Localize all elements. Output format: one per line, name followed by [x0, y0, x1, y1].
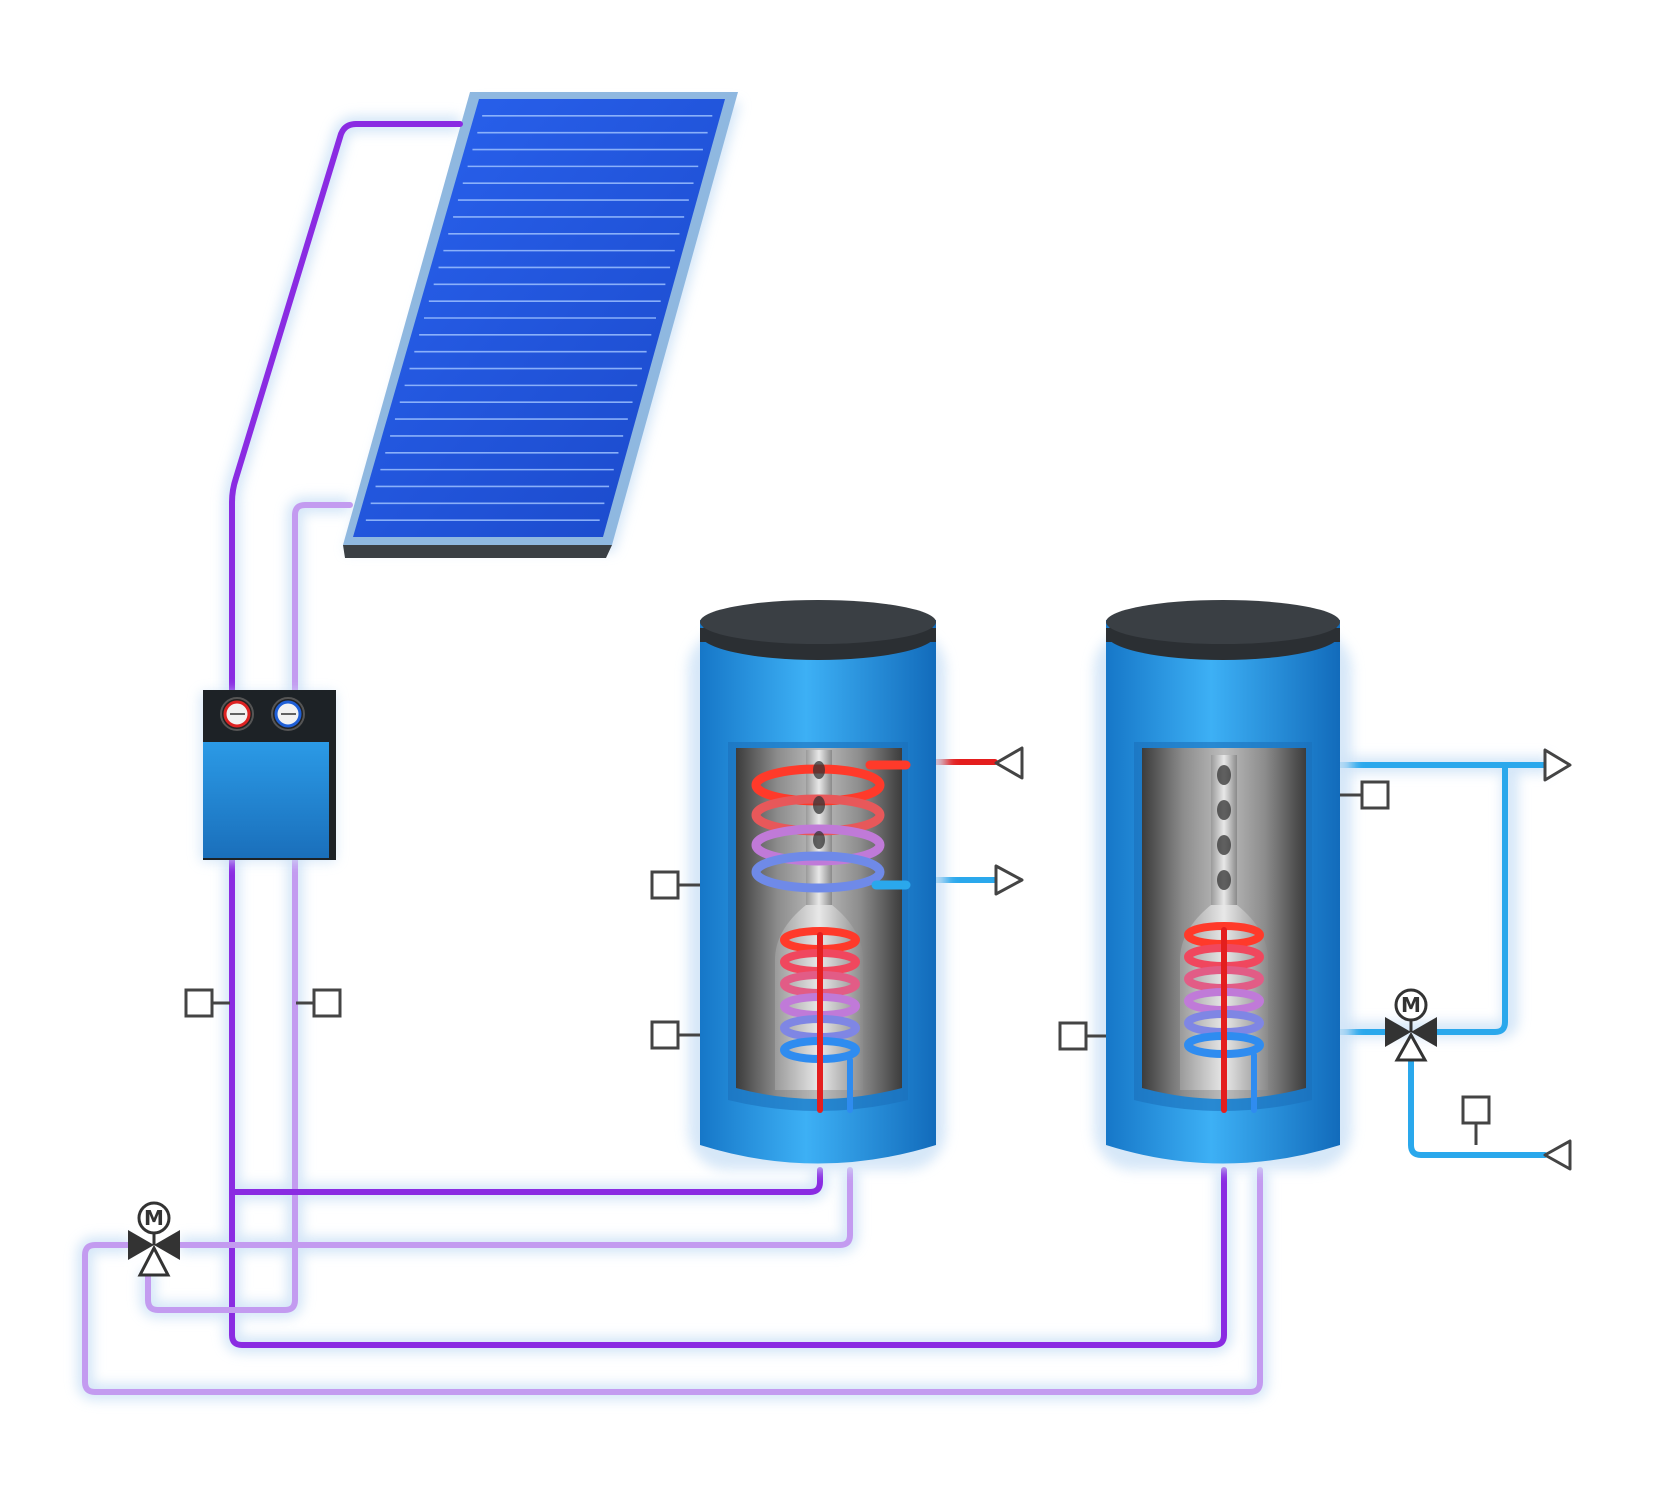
sensor-icon: [184, 988, 230, 1018]
collector-supply-pipe: [229, 121, 1227, 1348]
arrow-right-icon: [1543, 748, 1572, 782]
sensor-icon: [1058, 1021, 1106, 1051]
tank1-return-pipe: [175, 1167, 853, 1248]
motor-label: M: [144, 1206, 164, 1230]
arrow-right-icon: [994, 864, 1024, 896]
tank2-cold-in-pipe: [1408, 1055, 1548, 1158]
storage-tank-2: [1094, 600, 1352, 1170]
sensor-icon: [296, 988, 342, 1018]
pipe-network: [82, 121, 1548, 1395]
collector-return-pipe: [145, 502, 353, 1313]
tank2-return-pipe: [82, 1167, 1263, 1395]
motor-valve-left-icon: M: [128, 1201, 180, 1277]
storage-tank-1: [688, 600, 946, 1170]
sensor-icon: [1461, 1095, 1491, 1145]
outlet-arrows: [994, 746, 1572, 1171]
sensor-icon: [1340, 780, 1390, 810]
pump-station-icon: [200, 690, 336, 862]
arrow-left-icon: [994, 746, 1024, 780]
tank1-supply-pipe: [229, 1167, 823, 1195]
thermometer-gauge-red-icon: [220, 697, 254, 731]
tank2-heat-exchanger-coil: [1184, 922, 1264, 1113]
sensor-icon: [650, 870, 700, 900]
thermometer-gauge-blue-icon: [271, 697, 305, 731]
arrow-left-icon: [1543, 1139, 1572, 1171]
motor-valve-right-icon: M: [1385, 988, 1437, 1062]
motor-label: M: [1401, 993, 1421, 1017]
lower-heat-exchanger-coil: [780, 927, 860, 1113]
temperature-sensors: [184, 780, 1491, 1145]
sensor-icon: [650, 1020, 700, 1050]
tank2-bypass-pipe: [1432, 762, 1508, 1035]
solar-collector-icon: [343, 92, 740, 558]
